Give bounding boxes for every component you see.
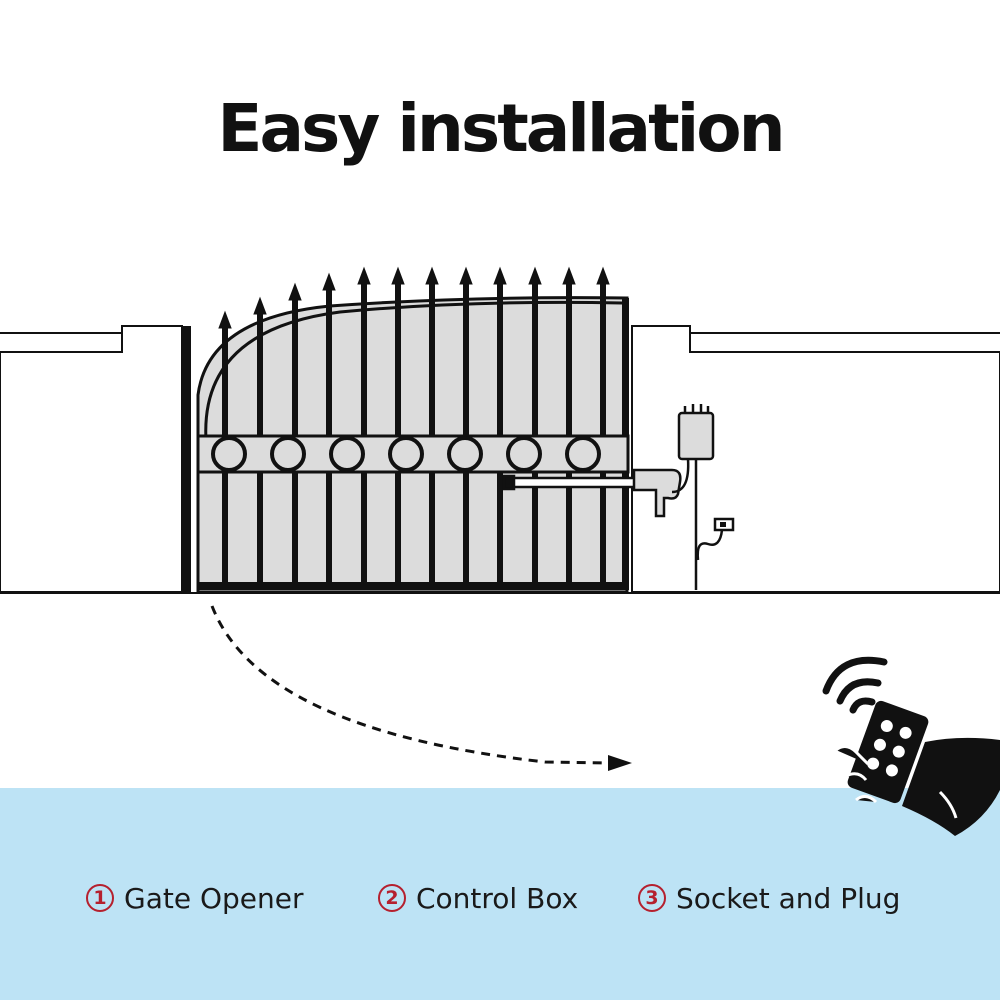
socket-plug-icon [696,517,735,561]
dashed-arrow-icon [210,605,632,771]
left-wall [0,325,183,593]
legend-item-socket-and-plug: 3 Socket and Plug [638,878,900,918]
legend-label: Socket and Plug [676,881,901,915]
gate-opener-arm-icon [502,468,682,518]
wifi-signal-icon [822,656,888,714]
gate-rings [211,436,601,472]
number-marker: 2 [378,884,406,912]
legend-label: Gate Opener [124,881,304,915]
control-box-icon [671,404,715,590]
legend-item-control-box: 2 Control Box [378,878,578,918]
page-title: Easy installation [217,90,785,167]
legend-item-gate-opener: 1 Gate Opener [86,878,303,918]
number-marker: 3 [638,884,666,912]
number-marker: 1 [86,884,114,912]
legend-band [0,788,1000,1000]
remote-control-hand-icon [835,700,1000,836]
legend-label: Control Box [416,881,579,915]
